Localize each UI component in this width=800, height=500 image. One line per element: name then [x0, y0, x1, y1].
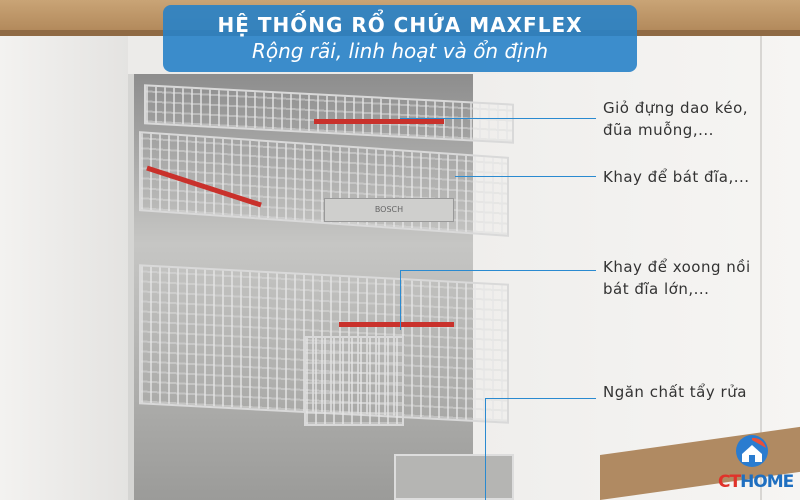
logo-ct: CT — [718, 472, 741, 492]
cthome-logo: CTHOME — [718, 434, 794, 492]
label-pot-rack: Khay để xoong nồi bát đĩa lớn,... — [603, 258, 751, 298]
lower-rack-handle — [339, 322, 454, 327]
label-cutlery-tray: Giỏ đựng dao kéo, đũa muỗng,... — [603, 99, 749, 139]
title-banner: HỆ THỐNG RỔ CHỨA MAXFLEX Rộng rãi, linh … — [163, 5, 637, 72]
cabinet-left — [0, 36, 128, 500]
cabinet-right — [470, 36, 800, 500]
upper-rack-handle: BOSCH — [324, 198, 454, 222]
cabinet-seam — [760, 36, 762, 500]
label-detergent: Ngăn chất tẩy rửa — [603, 383, 747, 401]
banner-subtitle: Rộng rãi, linh hoạt và ổn định — [251, 39, 549, 63]
house-icon — [736, 435, 768, 467]
leader-line-pots-vertical — [400, 270, 401, 330]
leader-line-dishes — [455, 176, 596, 177]
cutlery-basket — [304, 336, 404, 426]
logo-home: HOME — [740, 472, 794, 492]
leader-line-detergent — [485, 398, 596, 399]
leader-line-cutlery — [400, 118, 596, 119]
door-detergent-area — [394, 454, 514, 500]
dishwasher-interior: BOSCH — [128, 74, 514, 500]
leader-line-pots — [400, 270, 596, 271]
banner-title: HỆ THỐNG RỔ CHỨA MAXFLEX — [217, 13, 583, 37]
leader-line-detergent-vertical — [485, 398, 486, 500]
label-dish-rack: Khay để bát đĩa,... — [603, 168, 750, 186]
cutlery-tray-handle — [314, 119, 444, 124]
